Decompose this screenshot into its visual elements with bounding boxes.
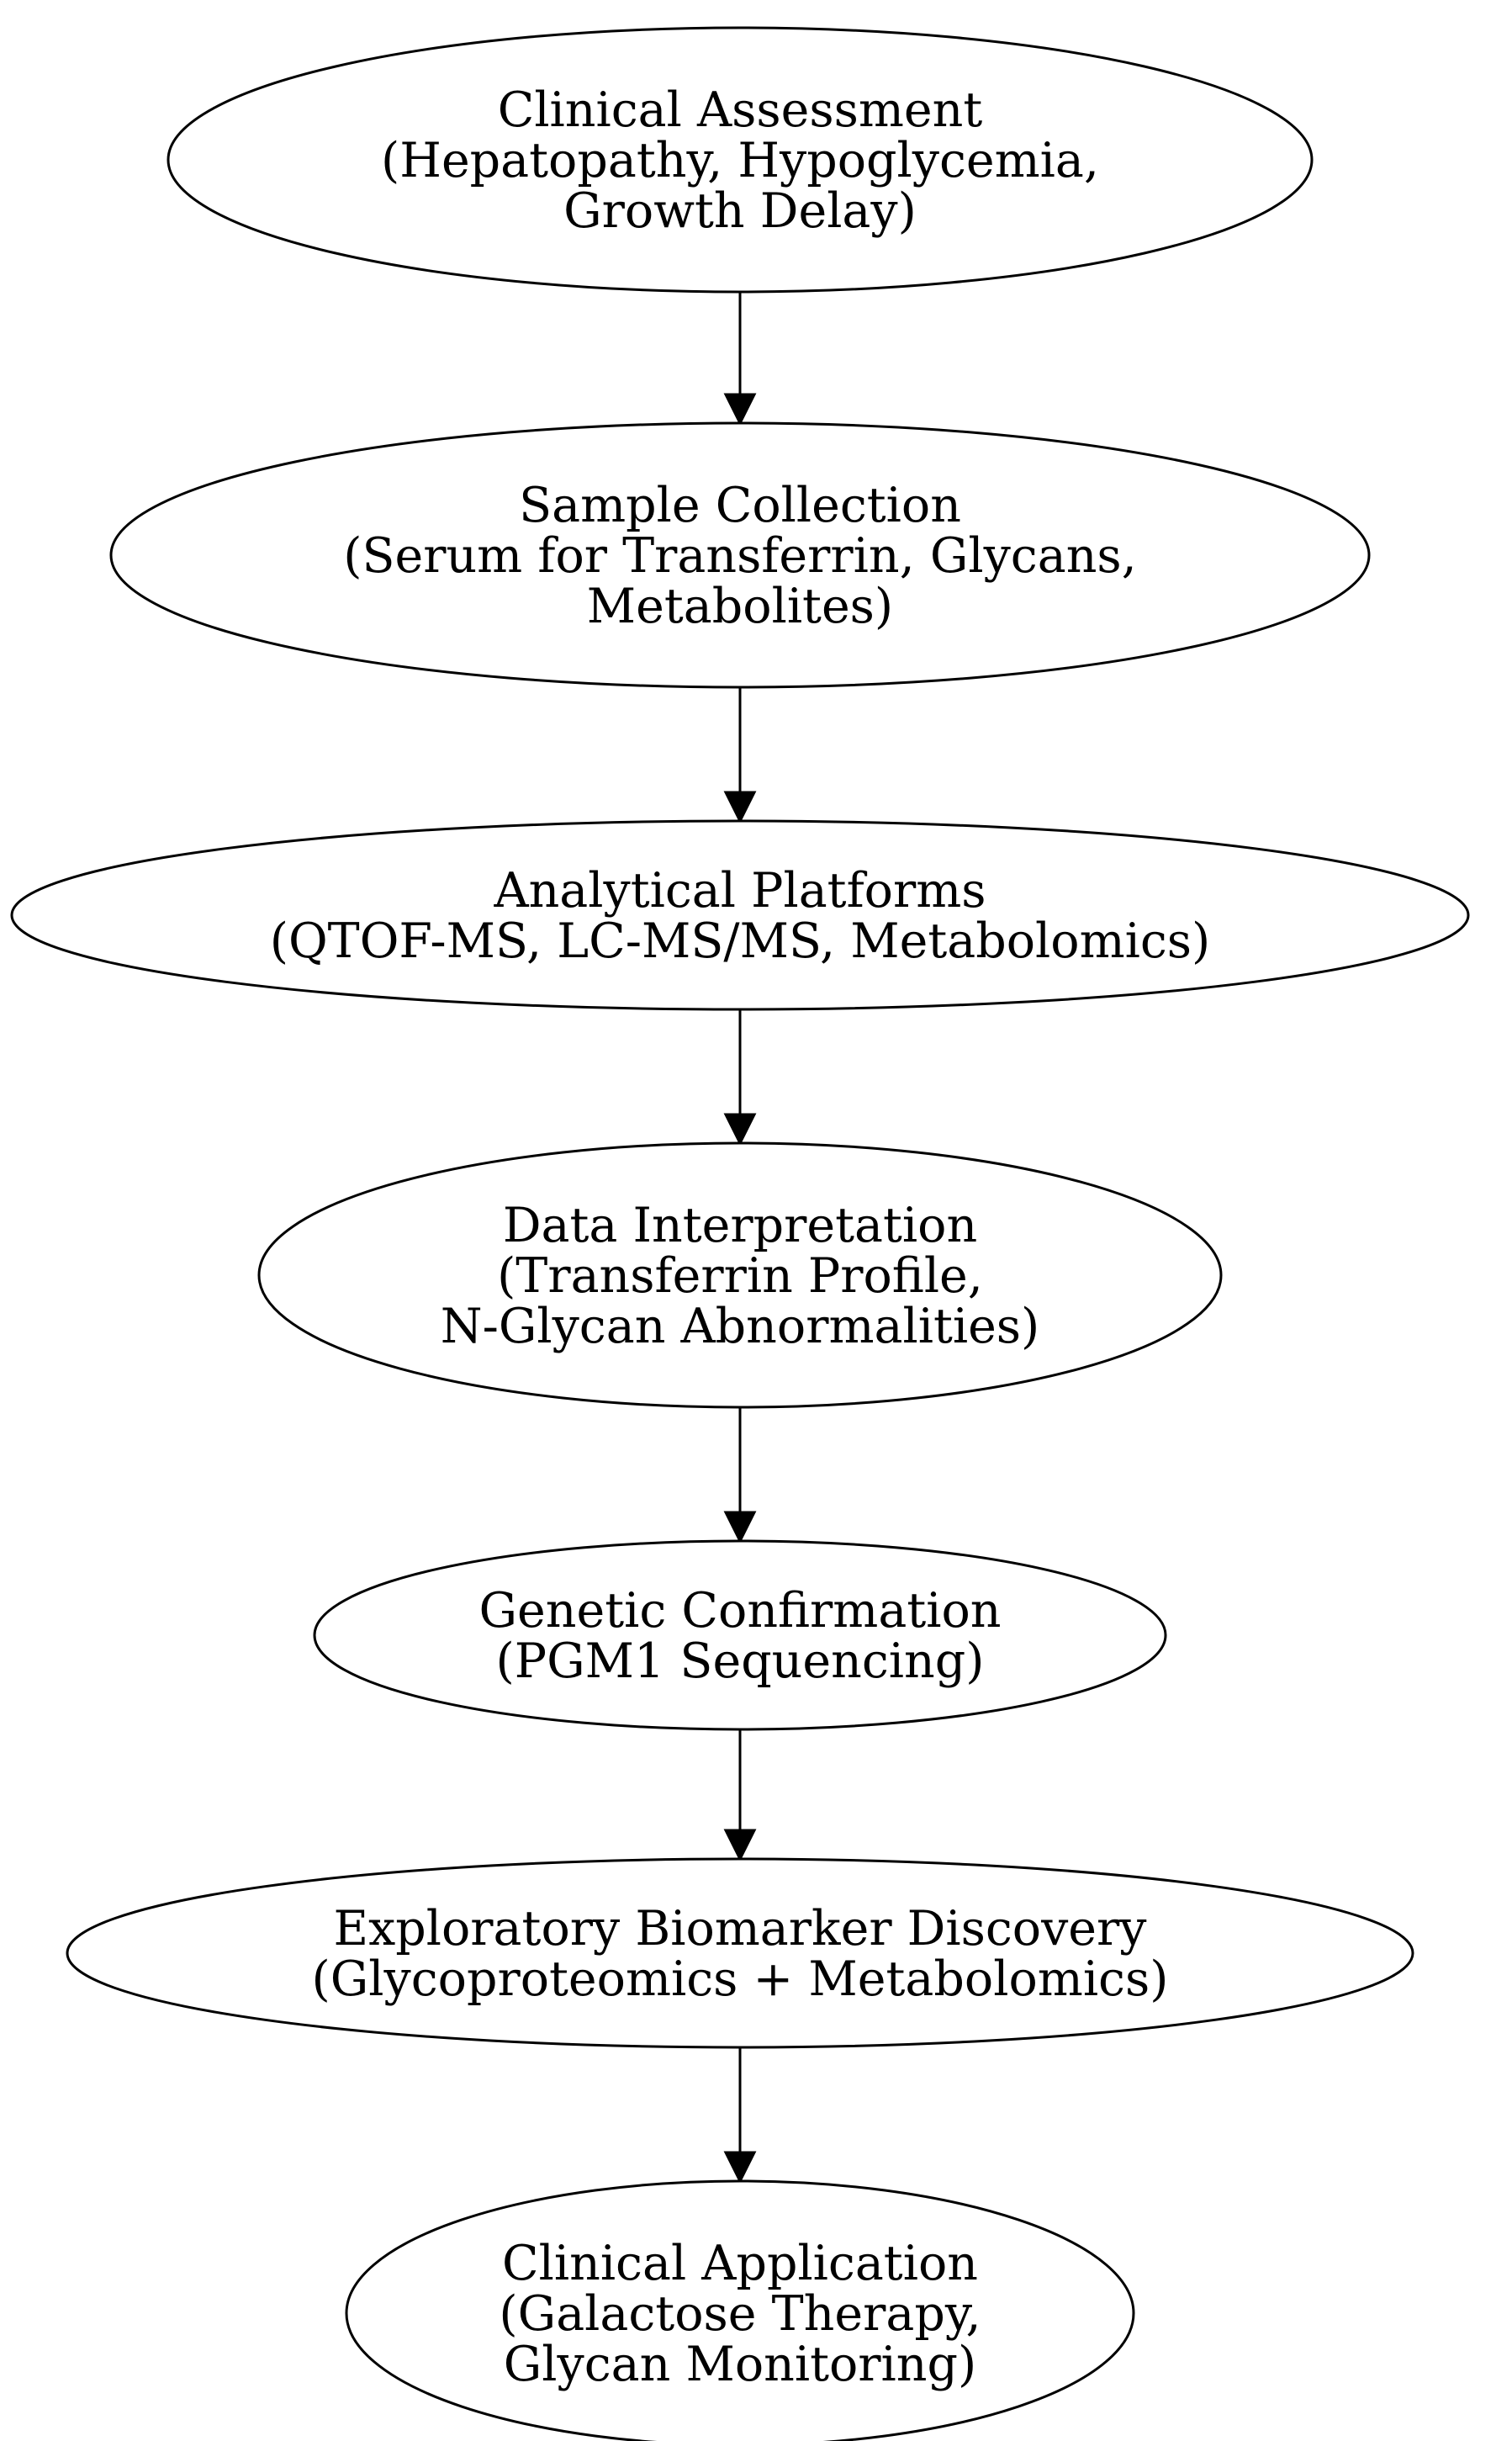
- node-ellipse: [66, 1857, 1414, 2049]
- nodes-layer: Clinical Assessment(Hepatopathy, Hypogly…: [10, 26, 1470, 2441]
- node-detail-line: (Serum for Transferrin, Glycans,: [343, 528, 1137, 584]
- arrowhead: [723, 1113, 757, 1146]
- node-ellipse: [167, 26, 1314, 294]
- node-detail-line: (PGM1 Sequencing): [496, 1634, 985, 1689]
- node-detail-line: N-Glycan Abnormalities): [441, 1299, 1040, 1354]
- edge-clinical-assessment-to-sample-collection: [723, 292, 757, 426]
- node-clinical-application: Clinical Application(Galactose Therapy,G…: [345, 2179, 1135, 2441]
- node-title: Exploratory Biomarker Discovery: [334, 1901, 1148, 1957]
- node-detail-line: (Glycoproteomics + Metabolomics): [312, 1951, 1169, 2007]
- arrowhead: [723, 1511, 757, 1544]
- node-detail-line: Glycan Monitoring): [504, 2337, 976, 2392]
- node-exploratory-biomarker-discovery: Exploratory Biomarker Discovery(Glycopro…: [66, 1857, 1414, 2049]
- node-detail-line: (Hepatopathy, Hypoglycemia,: [381, 133, 1099, 188]
- arrowhead: [723, 1829, 757, 1862]
- node-title: Analytical Platforms: [493, 863, 986, 919]
- node-detail-line: (QTOF-MS, LC-MS/MS, Metabolomics): [270, 913, 1211, 969]
- node-detail-line: (Galactose Therapy,: [499, 2286, 981, 2342]
- edge-exploratory-biomarker-discovery-to-clinical-application: [723, 2047, 757, 2184]
- arrowhead: [723, 393, 757, 426]
- node-ellipse: [109, 421, 1371, 689]
- node-ellipse: [257, 1141, 1223, 1409]
- node-data-interpretation: Data Interpretation(Transferrin Profile,…: [257, 1141, 1223, 1409]
- arrowhead: [723, 791, 757, 824]
- node-detail-line: Metabolites): [587, 579, 893, 634]
- edge-data-interpretation-to-genetic-confirmation: [723, 1407, 757, 1544]
- edge-sample-collection-to-analytical-platforms: [723, 687, 757, 824]
- node-detail-line: Growth Delay): [563, 183, 917, 239]
- node-ellipse: [10, 819, 1470, 1011]
- node-title: Sample Collection: [519, 478, 961, 533]
- node-title: Clinical Assessment: [498, 82, 983, 138]
- node-ellipse: [345, 2179, 1135, 2441]
- node-analytical-platforms: Analytical Platforms(QTOF-MS, LC-MS/MS, …: [10, 819, 1470, 1011]
- node-detail-line: (Transferrin Profile,: [497, 1248, 983, 1304]
- node-genetic-confirmation: Genetic Confirmation(PGM1 Sequencing): [313, 1539, 1167, 1731]
- edge-genetic-confirmation-to-exploratory-biomarker-discovery: [723, 1729, 757, 1862]
- node-title: Genetic Confirmation: [479, 1583, 1002, 1639]
- node-title: Clinical Application: [502, 2236, 978, 2291]
- arrowhead: [723, 2151, 757, 2184]
- node-clinical-assessment: Clinical Assessment(Hepatopathy, Hypogly…: [167, 26, 1314, 294]
- node-title: Data Interpretation: [503, 1198, 977, 1253]
- node-ellipse: [313, 1539, 1167, 1731]
- edges-layer: [723, 292, 757, 2184]
- edge-analytical-platforms-to-data-interpretation: [723, 1009, 757, 1146]
- node-sample-collection: Sample Collection(Serum for Transferrin,…: [109, 421, 1371, 689]
